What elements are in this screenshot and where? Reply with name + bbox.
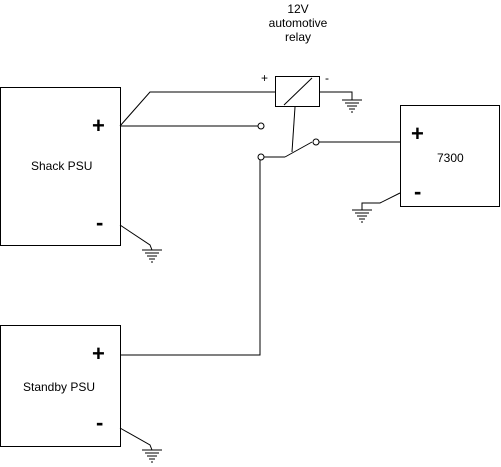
relay-title: 12V automotive relay — [238, 2, 358, 44]
relay-no-contact — [257, 153, 265, 161]
radio-minus-label: - — [414, 179, 422, 204]
standby-psu-box — [0, 325, 121, 447]
relay-coil-slash — [283, 77, 313, 106]
standby-psu-plus-label: + — [92, 341, 105, 366]
wire-standby-to-ground — [119, 427, 153, 451]
standby-psu-label: Standby PSU — [23, 380, 96, 394]
ground-symbol-shack — [142, 249, 162, 263]
shack-psu-box — [0, 87, 121, 246]
wire-coil-to-ground — [319, 91, 353, 100]
standby-psu-minus-label: - — [96, 410, 104, 435]
radio-label: 7300 — [437, 151, 464, 165]
ground-symbol-relay — [342, 99, 362, 113]
wire-shack-to-coil — [119, 91, 275, 127]
relay-coil-plus-label: + — [261, 71, 269, 85]
relay-armature — [284, 141, 313, 158]
wire-shack-to-ground — [119, 224, 153, 251]
radio-plus-label: + — [411, 121, 424, 146]
relay-nc-contact — [257, 122, 265, 130]
relay-actuator-line — [291, 106, 296, 153]
shack-psu-plus-label: + — [92, 113, 105, 138]
relay-title-text: 12V automotive relay — [268, 2, 328, 44]
relay-coil-minus-label: - — [325, 71, 329, 85]
wire-standby-to-no — [120, 160, 261, 356]
relay-common-contact — [312, 138, 320, 146]
wire-radio-to-ground — [361, 192, 401, 210]
shack-psu-minus-label: - — [96, 210, 104, 235]
radio-box — [400, 105, 500, 207]
ground-symbol-radio — [352, 209, 372, 223]
ground-symbol-standby — [142, 449, 162, 463]
shack-psu-label: Shack PSU — [31, 159, 93, 173]
